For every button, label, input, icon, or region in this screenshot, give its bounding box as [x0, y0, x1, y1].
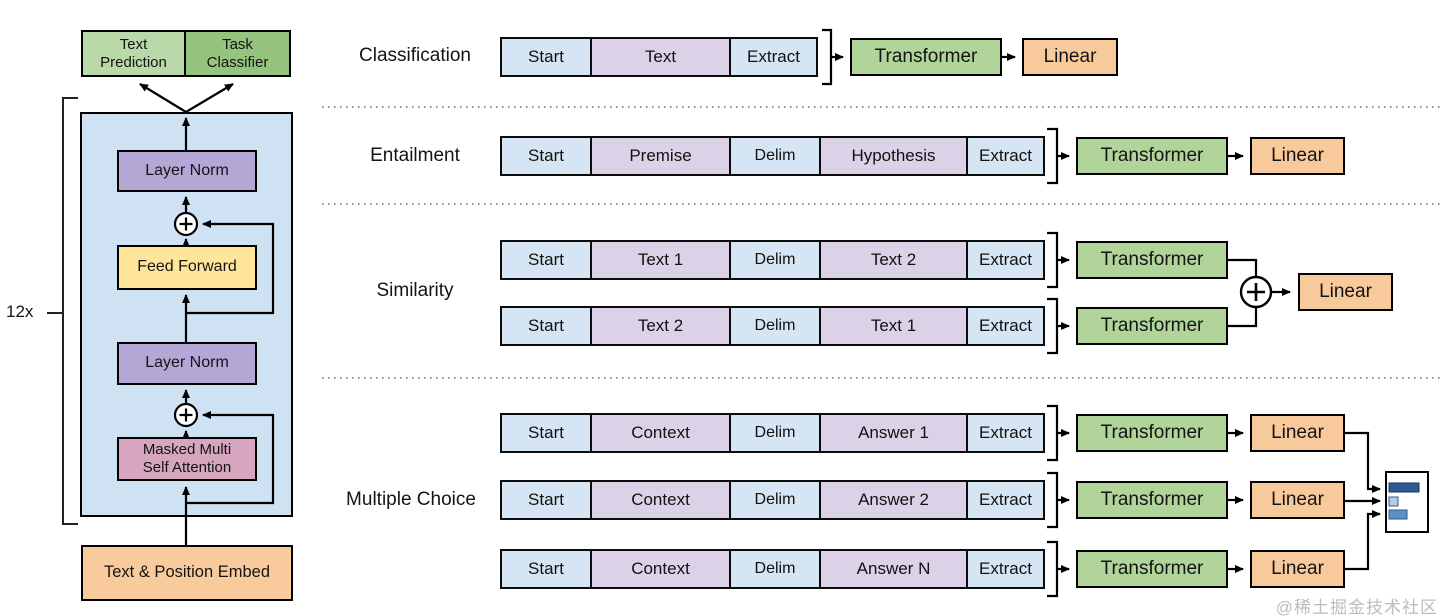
layer-norm-bottom-box: Layer Norm [117, 342, 257, 385]
masked-self-attention-box: Masked Multi Self Attention [117, 437, 257, 481]
token-cell-text2: Text 2 [819, 242, 966, 278]
transformer-box: Transformer [1076, 137, 1228, 175]
token-cell-extract: Extract [966, 308, 1043, 344]
text-prediction-box: Text Prediction [81, 30, 186, 77]
token-cell-answer2: Answer 2 [819, 482, 966, 518]
token-bar-similarity-2: Start Text 2 Delim Text 1 Extract [500, 306, 1045, 346]
task-classifier-box: Task Classifier [184, 30, 291, 77]
section-label-entailment: Entailment [370, 145, 460, 166]
token-cell-context: Context [590, 482, 729, 518]
token-cell-delim: Delim [729, 138, 819, 174]
text-position-embed-box: Text & Position Embed [81, 545, 293, 601]
watermark: @稀土掘金技术社区 [1275, 598, 1438, 616]
token-cell-answerN: Answer N [819, 551, 966, 587]
token-bar-choice-1: Start Context Delim Answer 1 Extract [500, 413, 1045, 453]
token-cell-delim: Delim [729, 415, 819, 451]
token-cell-text1: Text 1 [819, 308, 966, 344]
section-label-multiple-choice: Multiple Choice [346, 489, 476, 510]
token-cell-start: Start [502, 242, 590, 278]
token-cell-extract: Extract [729, 39, 816, 75]
token-cell-answer1: Answer 1 [819, 415, 966, 451]
repeat-bracket [47, 97, 78, 525]
token-cell-start: Start [502, 138, 590, 174]
transformer-box: Transformer [1076, 414, 1228, 452]
token-cell-start: Start [502, 482, 590, 518]
token-bar-similarity-1: Start Text 1 Delim Text 2 Extract [500, 240, 1045, 280]
token-cell-start: Start [502, 308, 590, 344]
transformer-box: Transformer [1076, 307, 1228, 345]
token-cell-start: Start [502, 551, 590, 587]
transformer-box: Transformer [1076, 550, 1228, 588]
layer-norm-top-box: Layer Norm [117, 150, 257, 192]
linear-box: Linear [1250, 137, 1345, 175]
token-cell-delim: Delim [729, 482, 819, 518]
token-bar-choice-2: Start Context Delim Answer 2 Extract [500, 480, 1045, 520]
linear-box: Linear [1250, 481, 1345, 519]
linear-box: Linear [1250, 550, 1345, 588]
add-icon [1239, 275, 1273, 309]
transformer-box: Transformer [850, 38, 1002, 76]
token-cell-extract: Extract [966, 415, 1043, 451]
token-cell-extract: Extract [966, 482, 1043, 518]
linear-box: Linear [1298, 273, 1393, 311]
token-cell-extract: Extract [966, 138, 1043, 174]
token-cell-context: Context [590, 551, 729, 587]
token-cell-delim: Delim [729, 242, 819, 278]
linear-box: Linear [1022, 38, 1118, 76]
repeat-count-label: 12x [6, 302, 34, 321]
linear-box: Linear [1250, 414, 1345, 452]
token-cell-text: Text [590, 39, 729, 75]
section-label-classification: Classification [359, 45, 471, 66]
section-label-similarity: Similarity [376, 280, 454, 301]
token-cell-extract: Extract [966, 242, 1043, 278]
transformer-box: Transformer [1076, 241, 1228, 279]
token-bar-classification: Start Text Extract [500, 37, 818, 77]
token-bar-choice-n: Start Context Delim Answer N Extract [500, 549, 1045, 589]
result-chart-icon [1385, 471, 1429, 533]
transformer-box: Transformer [1076, 481, 1228, 519]
feed-forward-box: Feed Forward [117, 245, 257, 290]
token-cell-text2: Text 2 [590, 308, 729, 344]
token-cell-text1: Text 1 [590, 242, 729, 278]
token-cell-delim: Delim [729, 551, 819, 587]
token-cell-start: Start [502, 415, 590, 451]
token-cell-delim: Delim [729, 308, 819, 344]
token-cell-hypothesis: Hypothesis [819, 138, 966, 174]
token-cell-premise: Premise [590, 138, 729, 174]
token-cell-context: Context [590, 415, 729, 451]
token-cell-start: Start [502, 39, 590, 75]
token-cell-extract: Extract [966, 551, 1043, 587]
token-bar-entailment: Start Premise Delim Hypothesis Extract [500, 136, 1045, 176]
